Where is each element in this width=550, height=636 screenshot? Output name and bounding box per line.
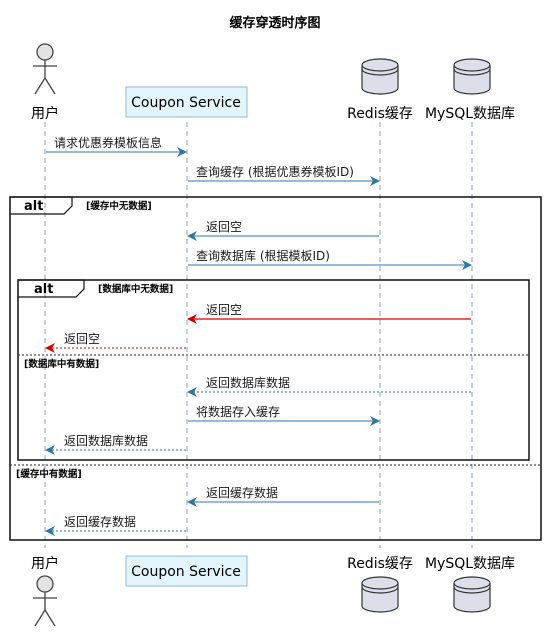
lifelines [44, 122, 473, 548]
message-label: 查询数据库 (根据模板ID) [196, 248, 330, 263]
message-label: 返回缓存数据 [206, 485, 278, 500]
database-icon [361, 576, 399, 613]
participant-label-redis: Redis缓存 [347, 556, 413, 572]
fragment-alt-outer: alt [缓存中无数据] [缓存中有数据] [9, 196, 542, 541]
message-label: 返回数据库数据 [64, 433, 148, 448]
message-label: 返回空 [64, 332, 100, 346]
participant-box-coupon [125, 555, 248, 587]
fragment-alt-inner: alt [数据库中无数据] [数据库中有数据] [17, 279, 530, 461]
actor-icon [33, 43, 57, 95]
fragment-else-guard: [缓存中有数据] [16, 468, 82, 480]
message-label: 将数据存入缓存 [196, 404, 280, 419]
participant-label-redis: Redis缓存 [347, 106, 413, 122]
actor-icon [33, 575, 57, 627]
database-icon [453, 576, 491, 613]
participant-label-user: 用户 [31, 105, 59, 122]
fragment-tag: alt [34, 282, 53, 297]
message-label: 返回空 [206, 303, 242, 317]
participants-top: 用户 Coupon Service Redis缓存 MySQL数据库 [31, 43, 515, 122]
diagram-title: 缓存穿透时序图 [229, 15, 320, 31]
fragment-else-guard: [数据库中有数据] [24, 358, 99, 370]
database-icon [453, 58, 491, 95]
fragment-guard: [数据库中无数据] [98, 283, 173, 295]
fragment-tag: alt [24, 199, 43, 214]
participant-label-mysql: MySQL数据库 [425, 556, 515, 572]
participant-box-coupon [125, 86, 248, 118]
messages: 请求优惠券模板信息 查询缓存 (根据优惠券模板ID) 返回空 查询数据库 (根据… [45, 135, 472, 536]
participant-label-user: 用户 [31, 555, 59, 572]
fragment-guard: [缓存中无数据] [86, 200, 152, 212]
participant-label-mysql: MySQL数据库 [425, 106, 515, 122]
participant-label-coupon: Coupon Service [131, 95, 241, 111]
participants-bottom: 用户 Coupon Service Redis缓存 MySQL数据库 [31, 555, 515, 627]
database-icon [361, 58, 399, 95]
participant-label-coupon: Coupon Service [131, 564, 241, 580]
message-label: 查询缓存 (根据优惠券模板ID) [196, 164, 354, 179]
message-label: 返回缓存数据 [64, 514, 136, 529]
message-label: 返回数据库数据 [206, 375, 290, 390]
message-label: 返回空 [206, 220, 242, 234]
message-label: 请求优惠券模板信息 [54, 135, 162, 150]
